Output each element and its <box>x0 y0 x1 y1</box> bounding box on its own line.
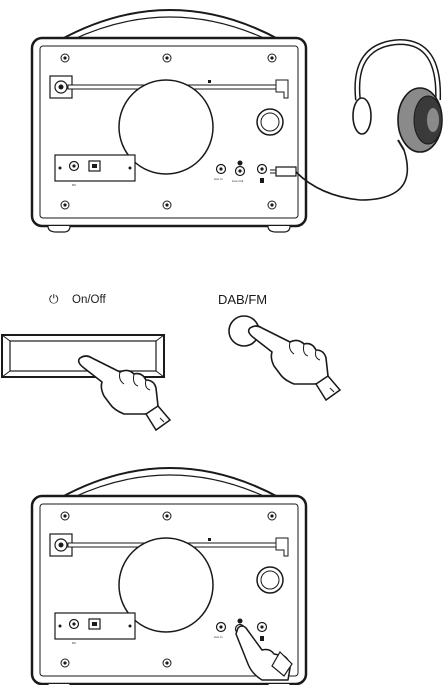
radio-rear-top <box>32 10 306 232</box>
headphone-plug <box>276 167 296 176</box>
line-out-label: Line Out <box>232 179 243 183</box>
hand-pointer-icon <box>249 326 340 400</box>
dabfm-label: DAB/FM <box>218 292 267 307</box>
headphones-icon <box>353 42 442 152</box>
onoff-label: On/Off <box>72 294 106 306</box>
headphone-cable <box>296 150 407 200</box>
aux-in-label: Aux In <box>214 177 223 181</box>
dc-label: DC <box>72 183 76 187</box>
dc-label: DC <box>72 641 76 645</box>
aux-in-label: Aux In <box>214 635 223 639</box>
power-icon: ⏻ <box>49 292 59 307</box>
